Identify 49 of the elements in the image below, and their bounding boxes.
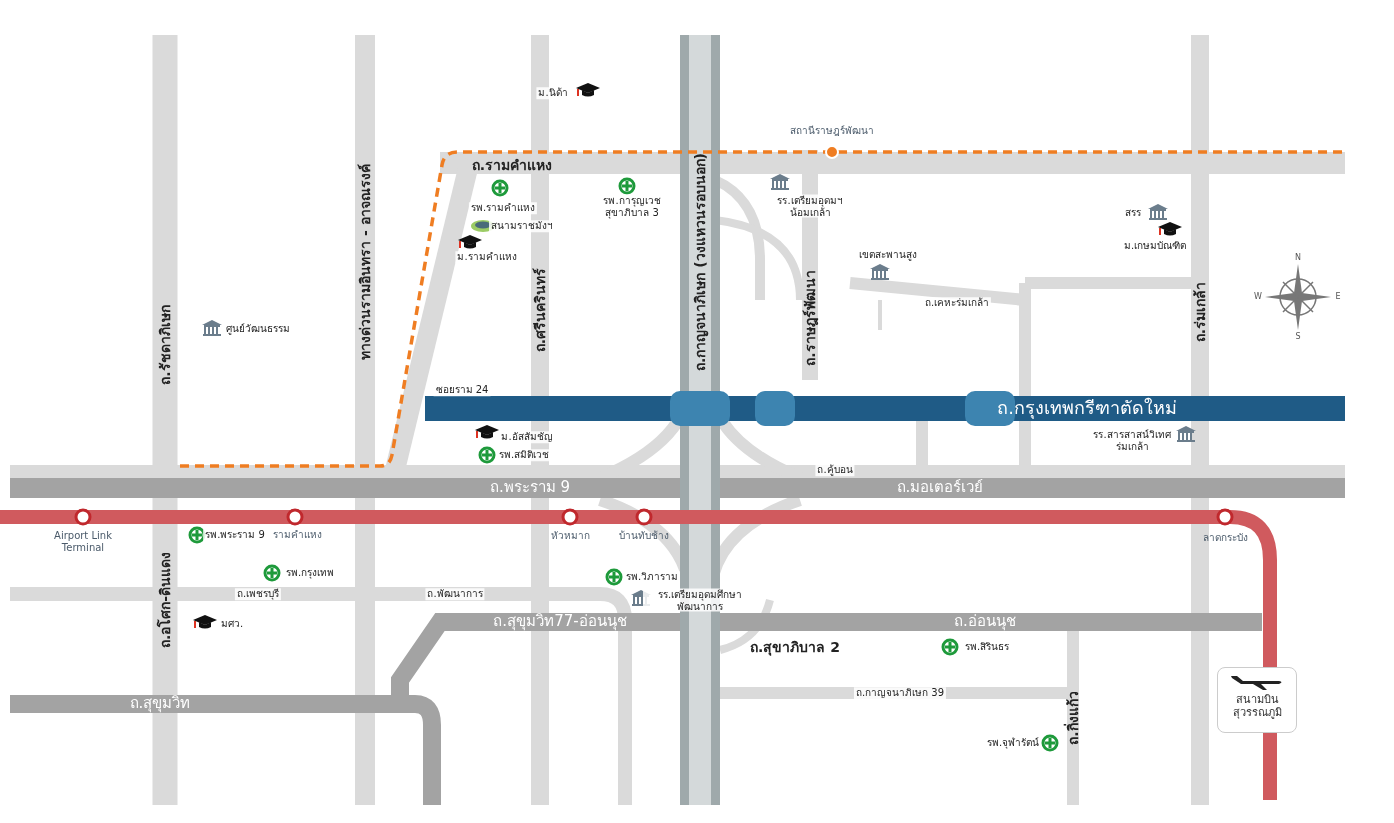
compass-letter: E	[1335, 292, 1341, 302]
place-label: เขตสะพานสูง	[857, 249, 919, 261]
station-name: รามคำแหง	[272, 529, 322, 541]
station-name: หัวหมาก	[550, 530, 590, 542]
place-label: รพ.จุฬารัตน์	[984, 737, 1042, 749]
compass-letter: N	[1295, 253, 1301, 263]
road-name: ถ.กรุงเทพกรีฑาตัดใหม่	[997, 397, 1177, 419]
place-label: มศว.	[218, 618, 246, 630]
place-label: ถ.เพชรบุรี	[234, 588, 282, 600]
place-label: ศูนย์วัฒนธรรม	[224, 323, 292, 335]
place-label: รพ.พระราม 9	[203, 529, 267, 541]
road-name: ถ.ศรีนครินทร์	[531, 267, 549, 353]
place-label: รพ.รามคำแหง	[468, 202, 538, 214]
road-name: ถ.สุขุมวิท77-อ่อนนุช	[493, 613, 627, 631]
place-label: รพ.สมิติเวช	[496, 449, 552, 461]
place-label: ถ.คู้บอน	[815, 464, 855, 476]
place-label: ม.เกษมบัณฑิต	[1121, 240, 1189, 252]
station-name: บ้านทับช้าง	[619, 530, 669, 542]
airport-box	[1217, 667, 1297, 733]
place-label: ถ.พัฒนาการ	[425, 588, 485, 600]
station-name: ลาดกระบัง	[1202, 532, 1248, 544]
road-name: ถ.ราษฎร์พัฒนา	[801, 270, 819, 366]
place-label: รพ.วิภาราม	[623, 571, 681, 583]
station-name: Airport Link Terminal	[53, 529, 113, 553]
road-name: ถ.อ่อนนุช	[954, 613, 1016, 631]
airport-name: สนามบินสุวรรณภูมิ	[1231, 694, 1283, 720]
road-name: ถ.สุขุมวิท	[129, 695, 191, 713]
road-name: ถ.พระราม 9	[489, 479, 571, 497]
road-name: ทางด่วนรามอินทรา - อาจณรงค์	[356, 164, 374, 360]
place-label: ม.นิด้า	[536, 87, 570, 99]
road-name: ถ.สุขาภิบาล 2	[750, 638, 840, 656]
road-name: ถ.รัชดาภิเษก	[156, 305, 174, 385]
place-label: สนามราชมังฯ	[489, 220, 555, 232]
compass-letter: W	[1254, 292, 1262, 302]
station-name: สถานีราษฎร์พัฒนา	[790, 125, 874, 137]
place-label: ซอยราม 24	[433, 384, 491, 396]
place-label: สรร	[1123, 207, 1143, 219]
road-name: ถ.กาญจนาภิเษก (วงแหวนรอบนอก)	[691, 153, 709, 371]
place-label: รพ.สิรินธร	[962, 641, 1012, 653]
place-label: ถ.เคหะร่มเกล้า	[922, 297, 992, 309]
compass-letter: S	[1295, 332, 1301, 342]
road-name: ถ.รามคำแหง	[471, 156, 553, 174]
place-label: ถ.กาญจนาภิเษก 39	[853, 687, 947, 699]
road-name: ถ.มอเตอร์เวย์	[896, 479, 984, 497]
road-name: ถ.อโศก-ดินแดง	[156, 551, 174, 649]
road-name: ถ.กิ่งแก้ว	[1064, 691, 1082, 745]
place-label: ม.อัสสัมชัญ	[499, 431, 555, 443]
place-label: ม.รามคำแหง	[455, 251, 519, 263]
road-name: ถ.ร่มเกล้า	[1191, 281, 1209, 343]
